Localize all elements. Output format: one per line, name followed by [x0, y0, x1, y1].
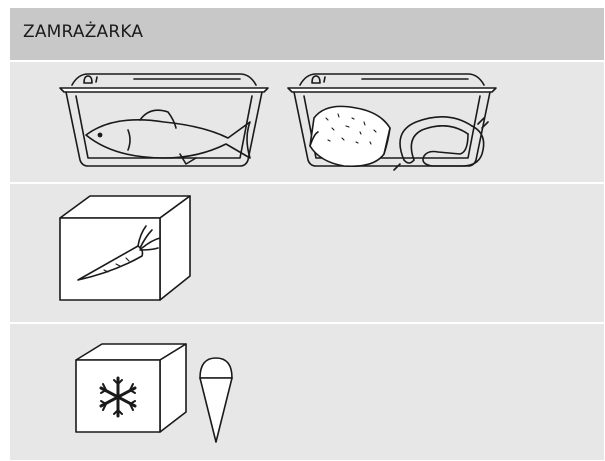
freezer-panel: ZAMRAŻARKA [10, 8, 604, 460]
fish-container-icon [54, 62, 284, 182]
shelf-3 [10, 324, 604, 460]
frozen-carrot-box-icon [54, 190, 194, 310]
meat-sausage-container-icon [282, 62, 512, 182]
shelf-1 [10, 62, 604, 182]
shelf-2 [10, 184, 604, 322]
frozen-snowflake-box-icon [70, 338, 200, 448]
freezer-header: ZAMRAŻARKA [10, 8, 604, 60]
freezer-title: ZAMRAŻARKA [23, 22, 143, 42]
ice-cream-cone-icon [194, 344, 244, 454]
